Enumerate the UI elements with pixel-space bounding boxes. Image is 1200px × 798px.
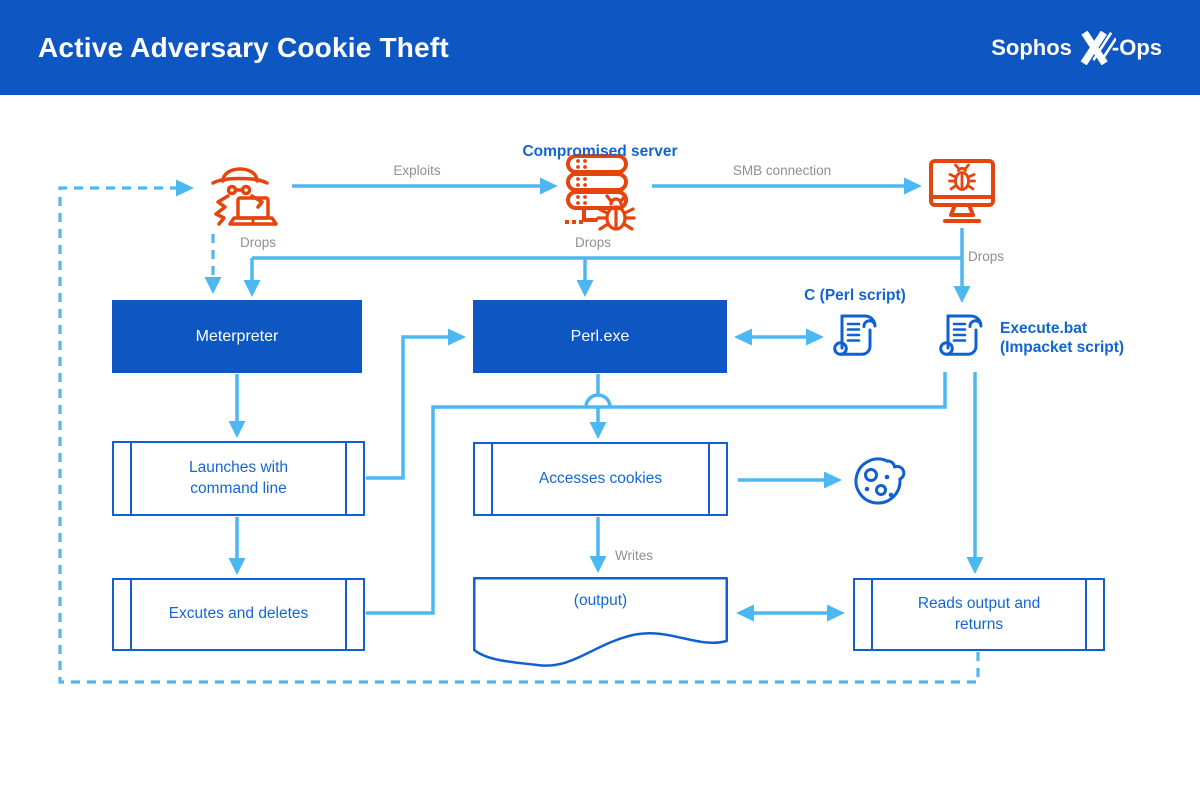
exploits-label: Exploits <box>393 163 441 178</box>
cookie-icon <box>854 457 906 505</box>
c-perl-script-label: C (Perl script) <box>804 287 906 304</box>
server-icon <box>565 154 636 231</box>
output-document-shape <box>473 577 728 667</box>
bug-icon <box>596 194 636 231</box>
arrow-launches-excutes <box>228 517 246 575</box>
node-meterpreter: Meterpreter <box>112 300 362 373</box>
compromised-server-label: Compromised server <box>522 143 678 160</box>
arrow-smb-connection <box>652 177 922 195</box>
node-launches-with-command-line: Launches with command line <box>112 441 365 516</box>
arrow-perl-cscript-both <box>734 328 824 346</box>
sophos-xops-logo: Sophos -Ops <box>991 30 1162 65</box>
node-reads-output-returns: Reads output and returns <box>853 578 1105 651</box>
arrow-exploits <box>292 177 558 195</box>
execute-bat-label: Execute.bat (Impacket script) <box>1000 320 1125 357</box>
drops-right-label: Drops <box>968 249 1005 264</box>
writes-label: Writes <box>615 548 654 563</box>
arrow-perl-accesses <box>584 374 612 439</box>
smb-connection-label: SMB connection <box>732 163 832 178</box>
scroll-icon <box>939 314 983 356</box>
monitor-icon <box>929 159 995 223</box>
hacker-icon <box>211 167 278 226</box>
arrow-output-reads-both <box>736 604 845 622</box>
arrow-hacker-drops-dashed <box>204 234 222 294</box>
drops-distribution-line <box>243 228 971 303</box>
scroll-icon <box>833 314 877 356</box>
header-bar: Active Adversary Cookie Theft Sophos -Op… <box>0 0 1200 95</box>
output-label: (output) <box>573 592 628 609</box>
logo-text-ops: -Ops <box>1111 34 1162 60</box>
arrow-meterpreter-launches <box>228 374 246 438</box>
feedback-loop-dashed <box>58 179 980 684</box>
bug-icon <box>948 163 976 191</box>
arrow-accesses-output <box>589 517 607 573</box>
page-title: Active Adversary Cookie Theft <box>38 31 449 63</box>
line-excutes-executebat <box>366 372 947 615</box>
arrow-executebat-reads <box>966 372 984 574</box>
sophos-x-logo-icon <box>1074 30 1116 65</box>
logo-text-sophos: Sophos <box>991 34 1072 60</box>
node-accesses-cookies: Accesses cookies <box>473 442 728 516</box>
drops-left-label: Drops <box>239 235 276 250</box>
arrow-launches-perl <box>366 328 466 480</box>
node-excutes-and-deletes: Excutes and deletes <box>112 578 365 651</box>
drops-middle-label: Drops <box>574 235 611 250</box>
node-perl-exe: Perl.exe <box>473 300 727 373</box>
arrow-accesses-cookie <box>738 471 842 489</box>
